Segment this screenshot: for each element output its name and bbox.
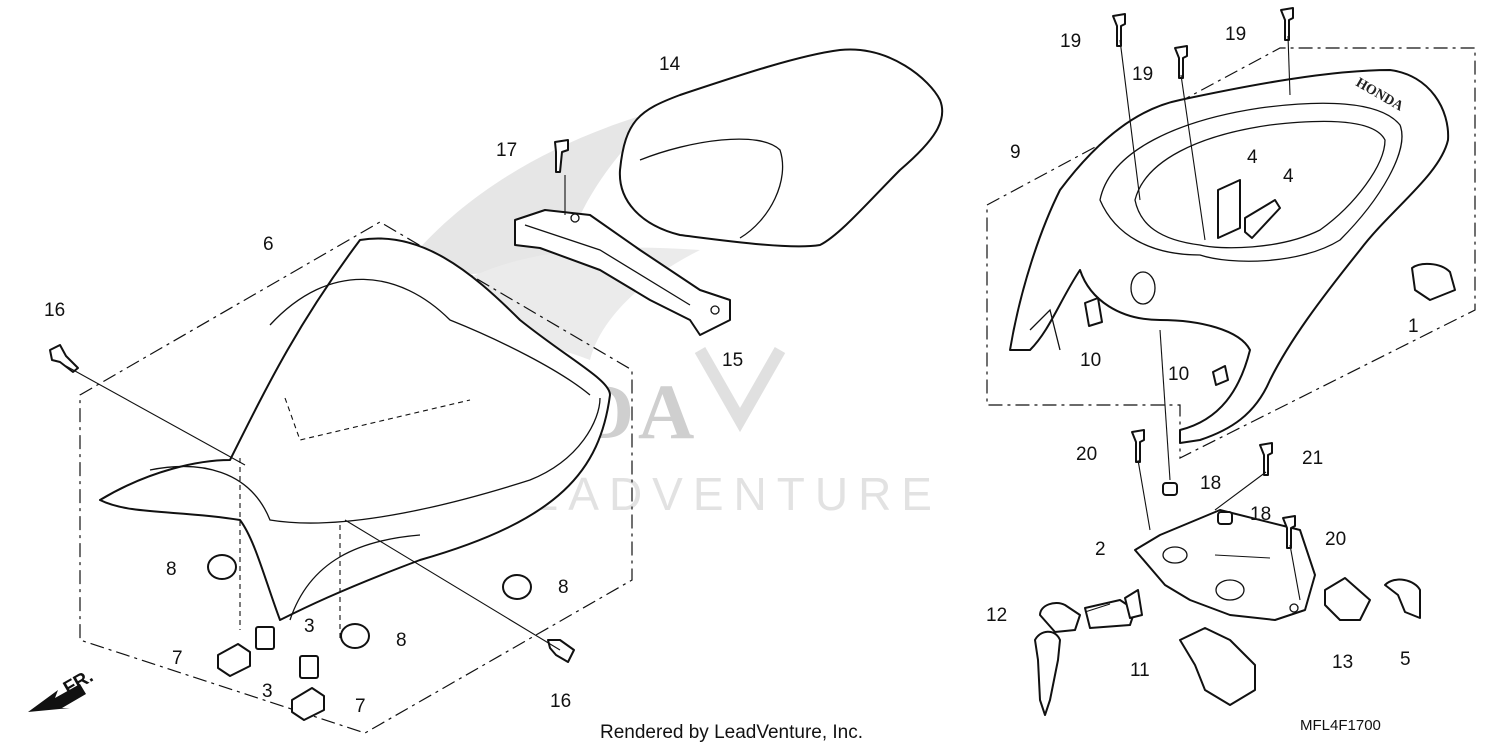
front-seat — [99, 237, 611, 621]
clip-13 — [1324, 577, 1371, 621]
callout-3: 3 — [304, 616, 315, 637]
rear-seat — [618, 48, 944, 248]
cushion-4b — [1244, 199, 1281, 239]
bolt-17 — [554, 139, 569, 173]
callout-6: 6 — [263, 234, 274, 255]
callout-13: 13 — [1332, 652, 1353, 673]
footer-credit: Rendered by LeadVenture, Inc. — [600, 722, 863, 743]
clip-10a — [1084, 297, 1103, 327]
front-seat-group-outline — [79, 221, 633, 734]
bolt-16a — [49, 344, 79, 373]
diagram-code: MFL4F1700 — [1300, 717, 1381, 734]
callout-4: 4 — [1247, 147, 1258, 168]
callout-5: 5 — [1400, 649, 1411, 670]
bolt-19c — [1280, 7, 1294, 41]
trim-cap-1 — [1411, 262, 1456, 301]
bolt-19a — [1112, 13, 1126, 47]
callout-3: 3 — [262, 681, 273, 702]
rear-cowl-group-outline — [986, 47, 1476, 459]
callout-14: 14 — [659, 54, 681, 75]
callout-19: 19 — [1225, 24, 1246, 45]
callout-15: 15 — [722, 350, 743, 371]
rear-cowl: HONDA — [1009, 69, 1450, 444]
callout-8: 8 — [558, 577, 569, 598]
callout-16: 16 — [44, 300, 65, 321]
callout-21: 21 — [1302, 448, 1323, 469]
seat-lock-11 — [1179, 627, 1256, 706]
callout-12: 12 — [986, 605, 1007, 626]
callout-8: 8 — [166, 559, 177, 580]
callout-18: 18 — [1200, 473, 1221, 494]
bolt-16b — [547, 639, 575, 663]
pad-7b — [291, 687, 325, 721]
lock-bracket — [1134, 509, 1316, 621]
callout-4: 4 — [1283, 166, 1294, 187]
bolt-19b — [1174, 45, 1188, 79]
nut-3b — [299, 655, 319, 679]
leader-lines — [65, 35, 1301, 651]
seat-bracket — [514, 209, 731, 336]
rubber-8c — [340, 623, 370, 649]
callout-8: 8 — [396, 630, 407, 651]
pad-7a — [217, 643, 251, 677]
clip-5 — [1384, 578, 1421, 619]
cushion-4a — [1217, 179, 1241, 239]
callout-2: 2 — [1095, 539, 1106, 560]
callout-18: 18 — [1250, 504, 1271, 525]
nut-3a — [255, 626, 275, 650]
rubber-8b — [502, 574, 532, 600]
callouts: 1233445677888910101112131415161617181819… — [44, 24, 1419, 717]
bolt-20a — [1131, 429, 1145, 463]
callout-20: 20 — [1076, 444, 1097, 465]
collar-18a — [1162, 482, 1178, 496]
callout-1: 1 — [1408, 316, 1419, 337]
callout-19: 19 — [1132, 64, 1153, 85]
callout-10: 10 — [1080, 350, 1101, 371]
callout-7: 7 — [172, 648, 183, 669]
front-direction-arrow: FR. — [28, 666, 97, 712]
callout-20: 20 — [1325, 529, 1346, 550]
rubber-8a — [207, 554, 237, 580]
callout-11: 11 — [1130, 660, 1150, 681]
key-cylinder — [1034, 589, 1143, 716]
callout-7: 7 — [355, 696, 366, 717]
bolt-20b — [1282, 515, 1296, 549]
collar-18b — [1217, 511, 1233, 525]
callout-10: 10 — [1168, 364, 1189, 385]
callout-9: 9 — [1010, 142, 1021, 163]
callout-17: 17 — [496, 140, 517, 161]
bolt-21 — [1259, 442, 1273, 476]
clip-10b — [1212, 365, 1229, 386]
callout-16: 16 — [550, 691, 571, 712]
callout-19: 19 — [1060, 31, 1081, 52]
